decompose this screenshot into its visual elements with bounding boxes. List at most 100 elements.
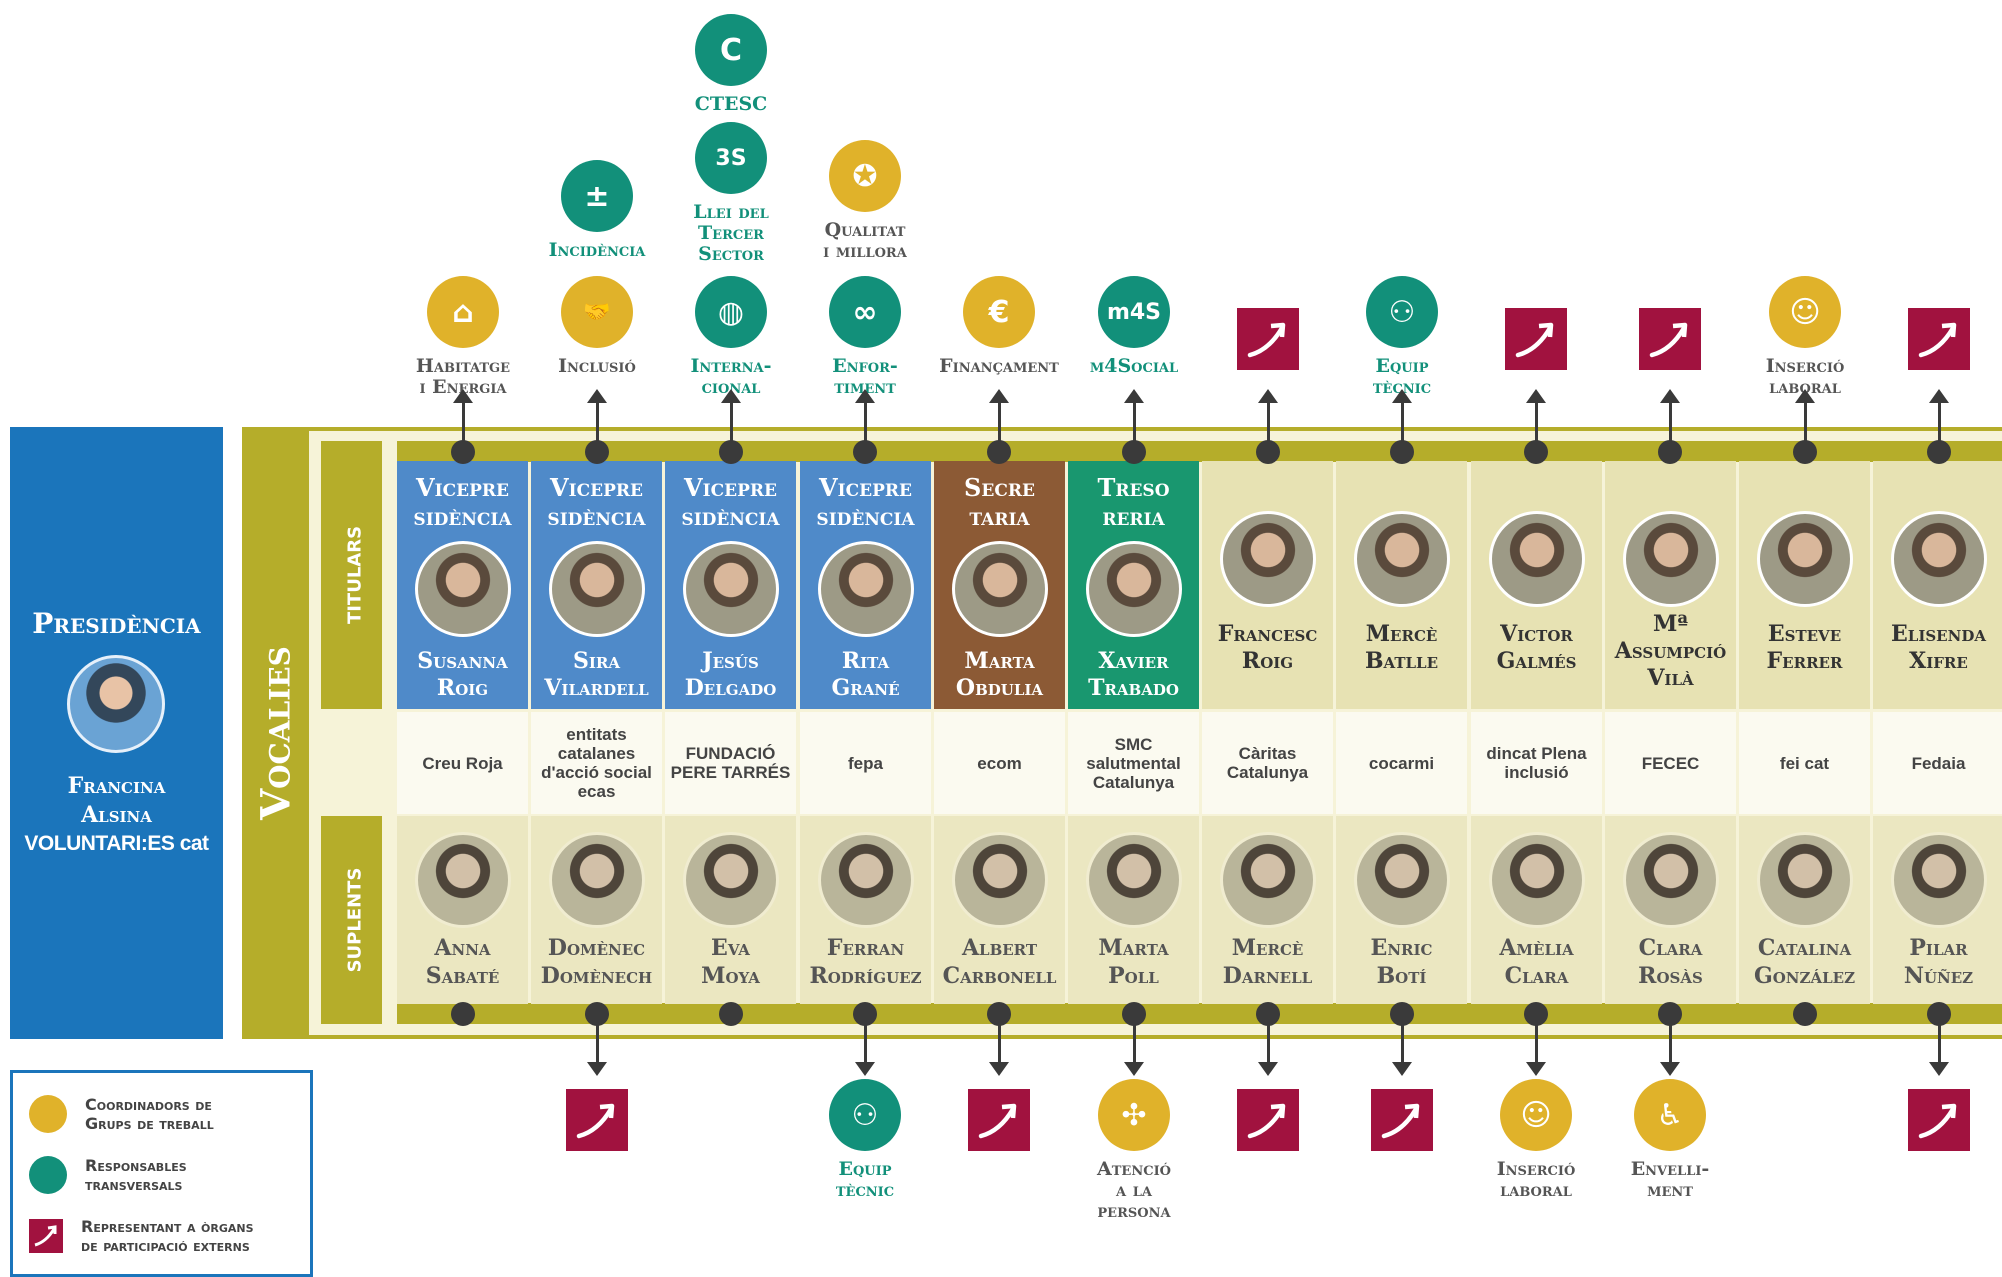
entity-logo: fepa (848, 753, 883, 773)
suplent-name-line: Rodríguez (809, 963, 922, 989)
entity-logo-cell: Fedaia (1873, 712, 2002, 814)
titular-name-line: Grané (831, 675, 900, 701)
group-label-line: a la (1116, 1179, 1152, 1201)
group-label-line: Inclusió (558, 355, 636, 377)
suplent-name-line: Mercè (1231, 935, 1304, 961)
titular-name-line: Marta (964, 648, 1035, 674)
arrow-glyph (576, 1103, 615, 1139)
external-rep-arrow-icon (1237, 1089, 1299, 1151)
titular-photo (1220, 511, 1316, 607)
top-stripe (397, 441, 2002, 462)
group-label-line: Sector (698, 243, 764, 265)
group-label-line: i Energia (419, 376, 507, 398)
arrow-down-icon (1258, 1062, 1278, 1076)
suplent-name-line: Ferran (826, 935, 905, 961)
role-line: Vicepre (550, 473, 643, 502)
titular-name-line: Galmés (1496, 648, 1577, 674)
connector-dot (451, 1002, 475, 1026)
group-label-line: tècnic (835, 1179, 895, 1201)
connector-dot (1793, 1002, 1817, 1026)
titular-name-line: Susanna (417, 648, 508, 674)
group-label-line: Finançament (939, 355, 1059, 377)
arrow-down-icon (1660, 1062, 1680, 1076)
group-label: Finançament (909, 356, 1089, 377)
connector-line (1133, 398, 1136, 442)
vocalies-label-text: Vocalies (252, 646, 299, 820)
arrow-up-icon (1929, 389, 1949, 403)
role-line: Vicepre (819, 473, 912, 502)
group-label-line: Tercer (698, 222, 764, 244)
row-label-suplents: suplents (321, 816, 382, 1024)
suplent-name-line: Amèlia (1499, 935, 1574, 961)
group-label: Enfor-timent (775, 356, 955, 398)
role-line: sidència (681, 502, 780, 531)
connector-line (864, 398, 867, 442)
connector-line (1804, 398, 1807, 442)
suplent-photo (1354, 832, 1450, 928)
role-line: sidència (413, 502, 512, 531)
worker-icon: ☺ (1769, 276, 1841, 348)
entity-logo-cell: entitats catalanes d'acció social ecas (531, 712, 662, 814)
presidency-panel: Presidència Francina Alsina VOLUNTARI:ES… (10, 427, 223, 1039)
suplent-name-line: González (1753, 963, 1856, 989)
suplent-name-line: Sabaté (425, 963, 500, 989)
connector-dot (1256, 440, 1280, 464)
group-label-line: Habitatge (415, 355, 511, 377)
vocalies-band (242, 427, 309, 1039)
arrow-down-icon (587, 1062, 607, 1076)
connector-line (1669, 1024, 1672, 1068)
entity-logo-cell: dincat Plena inclusió (1471, 712, 1602, 814)
connector-dot (719, 440, 743, 464)
titular-name-line: Assumpció (1614, 638, 1727, 664)
team-icon: ⚇ (829, 1079, 901, 1151)
suplent-name-line: Moya (701, 963, 760, 989)
arrow-up-icon (855, 389, 875, 403)
titular-name-line: Roig (436, 675, 489, 701)
connector-line (1133, 1024, 1136, 1068)
titular-photo (1623, 511, 1719, 607)
connector-dot (1524, 440, 1548, 464)
group-label-line: Llei del (693, 201, 769, 223)
suplent-name-line: Clara (1638, 935, 1703, 961)
house-icon: ⌂ (427, 276, 499, 348)
presidency-title: Presidència (32, 607, 201, 640)
connector-dot (1658, 440, 1682, 464)
arrow-up-icon (1124, 389, 1144, 403)
titular-name-line: Vilà (1647, 665, 1694, 691)
arrow-glyph (1247, 1103, 1286, 1139)
arrow-down-icon (989, 1062, 1009, 1076)
entity-logo: cocarmi (1368, 753, 1435, 773)
titular-photo (1757, 511, 1853, 607)
suplent-photo (1891, 832, 1987, 928)
titular-name-line: Mª (1652, 611, 1689, 637)
titular-photo (1086, 541, 1182, 637)
connector-dot (1390, 440, 1414, 464)
suplent-photo (1623, 832, 1719, 928)
arrow-down-icon (1124, 1062, 1144, 1076)
suplent-photo (683, 832, 779, 928)
titular-photo (415, 541, 511, 637)
